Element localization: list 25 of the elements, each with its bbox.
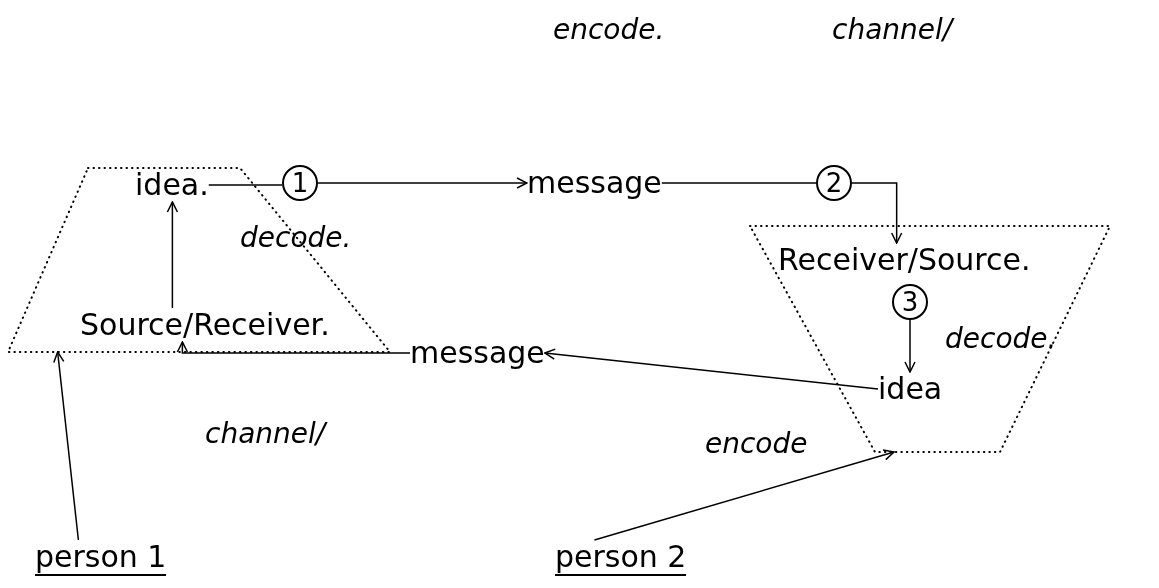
node-text: idea. bbox=[135, 168, 209, 202]
node-text: message bbox=[527, 166, 662, 200]
arrow bbox=[53, 351, 80, 541]
connector-line bbox=[661, 182, 817, 184]
step-label: decode. bbox=[945, 323, 1057, 355]
node-text: Source/Receiver. bbox=[80, 308, 330, 342]
arrow bbox=[166, 201, 179, 309]
person-label: person 2 bbox=[555, 540, 687, 576]
step-label: encode bbox=[705, 428, 808, 460]
step-label: encode. bbox=[553, 14, 665, 46]
person-label: person 1 bbox=[35, 540, 167, 576]
arrow bbox=[593, 449, 895, 541]
arrow bbox=[851, 182, 903, 244]
dotted-trapezoid bbox=[8, 168, 390, 352]
node-text: Receiver/Source. bbox=[778, 243, 1031, 277]
step-label: channel/ bbox=[205, 418, 326, 450]
step-label: channel/ bbox=[832, 14, 953, 46]
arrow bbox=[317, 177, 528, 189]
step-label: decode. bbox=[240, 222, 352, 254]
arrow bbox=[176, 341, 411, 354]
connector-line bbox=[208, 184, 283, 186]
arrow bbox=[544, 348, 879, 390]
node-text: idea bbox=[878, 372, 943, 406]
arrow bbox=[904, 319, 916, 373]
node-text: message bbox=[410, 336, 545, 370]
